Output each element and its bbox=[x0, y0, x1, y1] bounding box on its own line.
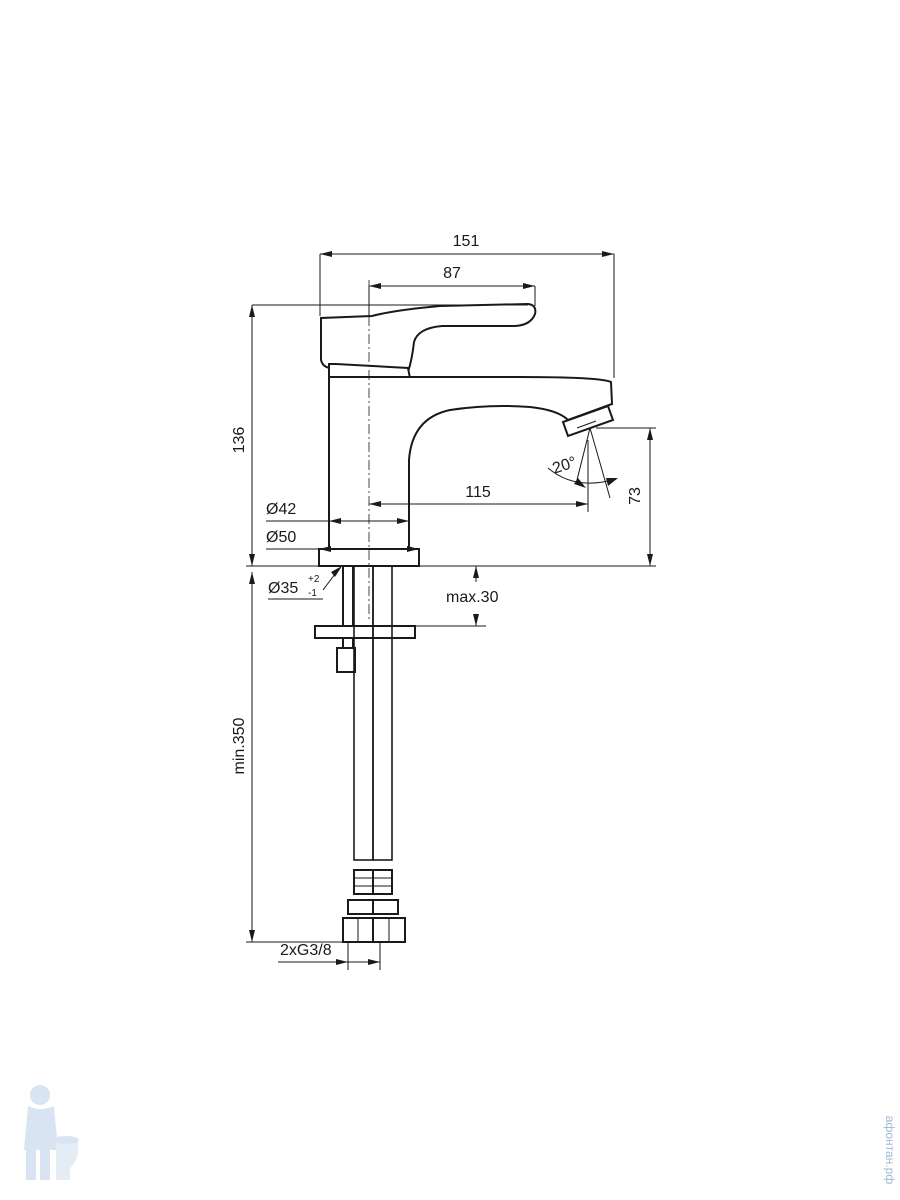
dim-min-350: min.350 bbox=[231, 717, 248, 774]
hose-right bbox=[372, 565, 393, 861]
dim-tol-plus: +2 bbox=[308, 574, 320, 585]
dim-connection: 2xG3/8 bbox=[280, 942, 332, 959]
dim-20-deg: 20° bbox=[550, 454, 578, 478]
watermark-text: афонтан.рф bbox=[883, 1116, 897, 1185]
fixing-nut bbox=[336, 647, 356, 673]
mounting-parts bbox=[314, 565, 416, 943]
connector-nut-left bbox=[347, 899, 374, 915]
dim-diam-50: Ø50 bbox=[266, 529, 296, 546]
handle-lever bbox=[320, 302, 537, 374]
dim-diam-35: Ø35 bbox=[268, 580, 298, 597]
hose-left bbox=[353, 565, 374, 861]
faucet-body bbox=[318, 302, 615, 567]
dim-tol-minus: -1 bbox=[308, 588, 317, 599]
fixing-plate bbox=[314, 625, 416, 639]
plumber-logo bbox=[24, 1085, 79, 1180]
dim-max-30: max.30 bbox=[446, 589, 499, 606]
dim-136: 136 bbox=[231, 427, 248, 454]
dim-151: 151 bbox=[453, 233, 480, 250]
dim-87: 87 bbox=[443, 265, 461, 282]
dimension-labels: 151 87 136 20° 115 73 Ø42 Ø50 Ø35 +2 -1 … bbox=[231, 233, 644, 959]
hose-ferrule-left bbox=[353, 869, 374, 895]
hose-ferrule-right bbox=[372, 869, 393, 895]
dim-115: 115 bbox=[465, 484, 491, 501]
dim-73: 73 bbox=[627, 487, 644, 505]
aerator bbox=[561, 404, 615, 438]
connector-nut-right bbox=[372, 899, 399, 915]
dimension-lines bbox=[246, 251, 656, 970]
dim-diam-42: Ø42 bbox=[266, 501, 296, 518]
handle-cartridge bbox=[328, 362, 412, 379]
body-and-spout bbox=[328, 376, 614, 550]
